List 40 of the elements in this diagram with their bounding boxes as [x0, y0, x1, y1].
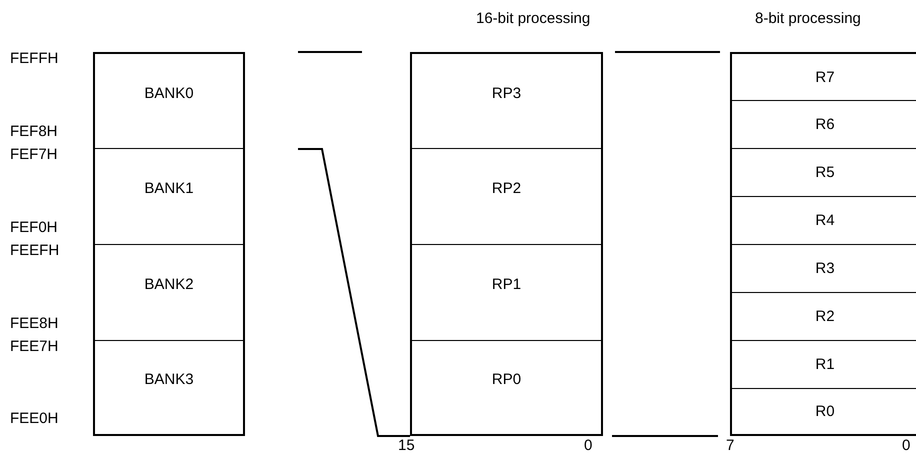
register-name: RP0 [492, 371, 522, 388]
register-cell [730, 388, 916, 436]
memory-bank-cell [93, 148, 245, 245]
register-pair-cell [410, 52, 603, 149]
register-name: BANK0 [144, 84, 194, 102]
memory-bank-cell [93, 244, 245, 341]
address-label: FEE0H [10, 410, 58, 427]
register-name: BANK2 [144, 276, 194, 293]
register-name: R4 [815, 212, 835, 229]
address-label: FEF0H [10, 219, 58, 236]
register-name: RP1 [492, 276, 522, 293]
address-label: FEE7H [10, 338, 58, 355]
address-label: FEE8H [10, 315, 58, 332]
register-pair-cell [410, 244, 603, 341]
register-name: RP3 [492, 84, 522, 102]
address-label: FEF7H [10, 146, 58, 163]
register-cell [730, 52, 916, 101]
register-name: BANK1 [144, 180, 194, 197]
address-label: FEEFH [10, 242, 60, 259]
bit-number: 0 [902, 437, 910, 454]
register-pair-cell [410, 340, 603, 436]
bit-number: 15 [398, 437, 415, 454]
register-pair-cell [410, 148, 603, 245]
bit-number: 7 [726, 437, 734, 454]
column-heading: 8-bit processing [755, 10, 861, 27]
address-label: FEFFH [10, 50, 58, 67]
address-label: FEF8H [10, 123, 58, 140]
register-name: R3 [815, 260, 835, 277]
register-name: R5 [815, 164, 835, 181]
register-name: RP2 [492, 180, 522, 197]
register-name: R6 [815, 116, 835, 133]
memory-bank-cell [93, 340, 245, 436]
register-name: R1 [815, 356, 835, 373]
register-name: R2 [815, 308, 835, 325]
bit-number: 0 [584, 437, 592, 454]
memory-bank-cell [93, 52, 245, 149]
register-name: BANK3 [144, 371, 194, 388]
column-heading: 16-bit processing [476, 10, 590, 27]
register-name: R7 [815, 68, 835, 86]
register-name: R0 [815, 403, 835, 420]
